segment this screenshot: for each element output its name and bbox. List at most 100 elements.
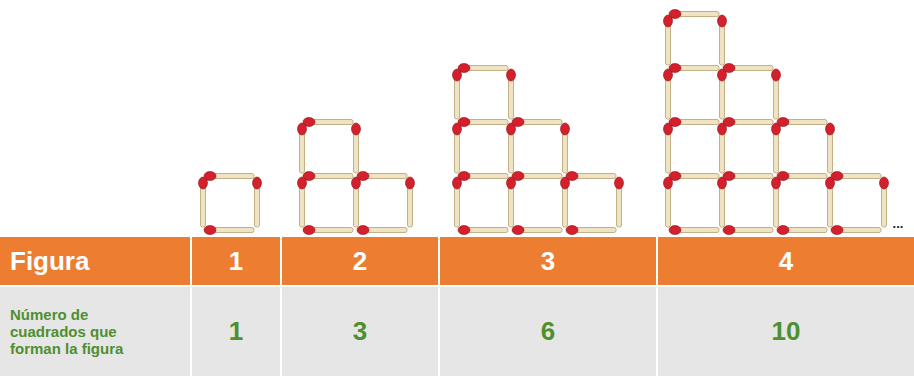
matchstick <box>458 172 508 181</box>
match-head <box>723 118 735 127</box>
square-count: 1 <box>229 317 243 346</box>
match-head <box>453 123 462 135</box>
square-count: 6 <box>541 317 555 346</box>
match-head <box>777 172 789 181</box>
figure-number: 1 <box>229 247 243 276</box>
matchstick <box>664 123 673 173</box>
match-head <box>664 123 673 135</box>
matchstick <box>831 172 881 181</box>
matchstick <box>507 69 516 119</box>
matchstick <box>880 177 889 227</box>
match-head <box>826 123 835 135</box>
match-head <box>831 172 843 181</box>
matchstick <box>561 177 570 227</box>
match-head <box>566 172 578 181</box>
match-head <box>253 177 262 189</box>
match-head <box>664 15 673 27</box>
matchstick <box>204 226 254 235</box>
matchstick <box>615 177 624 227</box>
matchstick <box>772 177 781 227</box>
continuation-dots-box: ... <box>886 216 910 232</box>
matchstick <box>566 172 616 181</box>
matchstick <box>831 226 881 235</box>
figure-number: 2 <box>353 247 367 276</box>
match-head <box>298 123 307 135</box>
body-cell <box>658 287 914 376</box>
matchstick <box>664 69 673 119</box>
matchstick <box>718 177 727 227</box>
header-cell <box>0 237 190 285</box>
match-head <box>880 177 889 189</box>
matchstick <box>298 177 307 227</box>
matchstick <box>512 226 562 235</box>
matchstick <box>507 177 516 227</box>
matchstick <box>352 123 361 173</box>
matchstick <box>458 64 508 73</box>
matchstick <box>298 123 307 173</box>
matchstick <box>669 10 719 19</box>
match-head <box>458 226 470 235</box>
matchstick <box>453 177 462 227</box>
matchstick <box>669 226 719 235</box>
match-head <box>303 226 315 235</box>
matchstick <box>777 172 827 181</box>
match-head <box>512 172 524 181</box>
matchstick <box>566 226 616 235</box>
header-cell-text: Figura <box>10 247 89 276</box>
matchstick <box>723 118 773 127</box>
row-header-text: Número de cuadrados que forman la figura <box>10 306 140 358</box>
matchstick <box>357 172 407 181</box>
match-head <box>777 226 789 235</box>
match-head <box>298 177 307 189</box>
match-head <box>723 172 735 181</box>
match-head <box>512 118 524 127</box>
match-head <box>453 177 462 189</box>
matchstick <box>357 226 407 235</box>
matchstick <box>718 15 727 65</box>
body-cell <box>0 287 190 376</box>
match-head <box>664 177 673 189</box>
matchstick <box>723 64 773 73</box>
matchstick <box>826 123 835 173</box>
body-cell <box>282 287 438 376</box>
match-head <box>512 226 524 235</box>
match-head <box>772 69 781 81</box>
matchstick <box>777 118 827 127</box>
square-count-box: 10 <box>658 287 914 376</box>
matchstick <box>303 172 353 181</box>
figure-number-box: 2 <box>282 237 438 285</box>
match-head <box>669 226 681 235</box>
header-cell <box>440 237 656 285</box>
match-head <box>357 226 369 235</box>
match-head <box>199 177 208 189</box>
match-head <box>831 226 843 235</box>
header-cell-text-box: Figura <box>0 237 190 285</box>
match-head <box>718 15 727 27</box>
row-header-text-box: Número de cuadrados que forman la figura <box>0 287 150 376</box>
square-count-box: 3 <box>282 287 438 376</box>
match-head <box>406 177 415 189</box>
match-head <box>204 226 216 235</box>
match-head <box>723 64 735 73</box>
matchstick <box>512 172 562 181</box>
matchstick <box>664 177 673 227</box>
matchstick <box>561 123 570 173</box>
matchstick <box>669 118 719 127</box>
matchstick <box>772 123 781 173</box>
match-head <box>453 69 462 81</box>
matchstick <box>723 172 773 181</box>
match-head <box>615 177 624 189</box>
matchstick <box>303 226 353 235</box>
matchstick <box>723 226 773 235</box>
matchstick <box>772 69 781 119</box>
header-cell <box>658 237 914 285</box>
matchstick <box>303 118 353 127</box>
match-head <box>357 172 369 181</box>
matchstick <box>507 123 516 173</box>
figure-number: 3 <box>541 247 555 276</box>
figure-number-box: 3 <box>440 237 656 285</box>
match-head <box>723 226 735 235</box>
figure-number-box: 4 <box>658 237 914 285</box>
matchstick <box>199 177 208 227</box>
matchstick <box>406 177 415 227</box>
